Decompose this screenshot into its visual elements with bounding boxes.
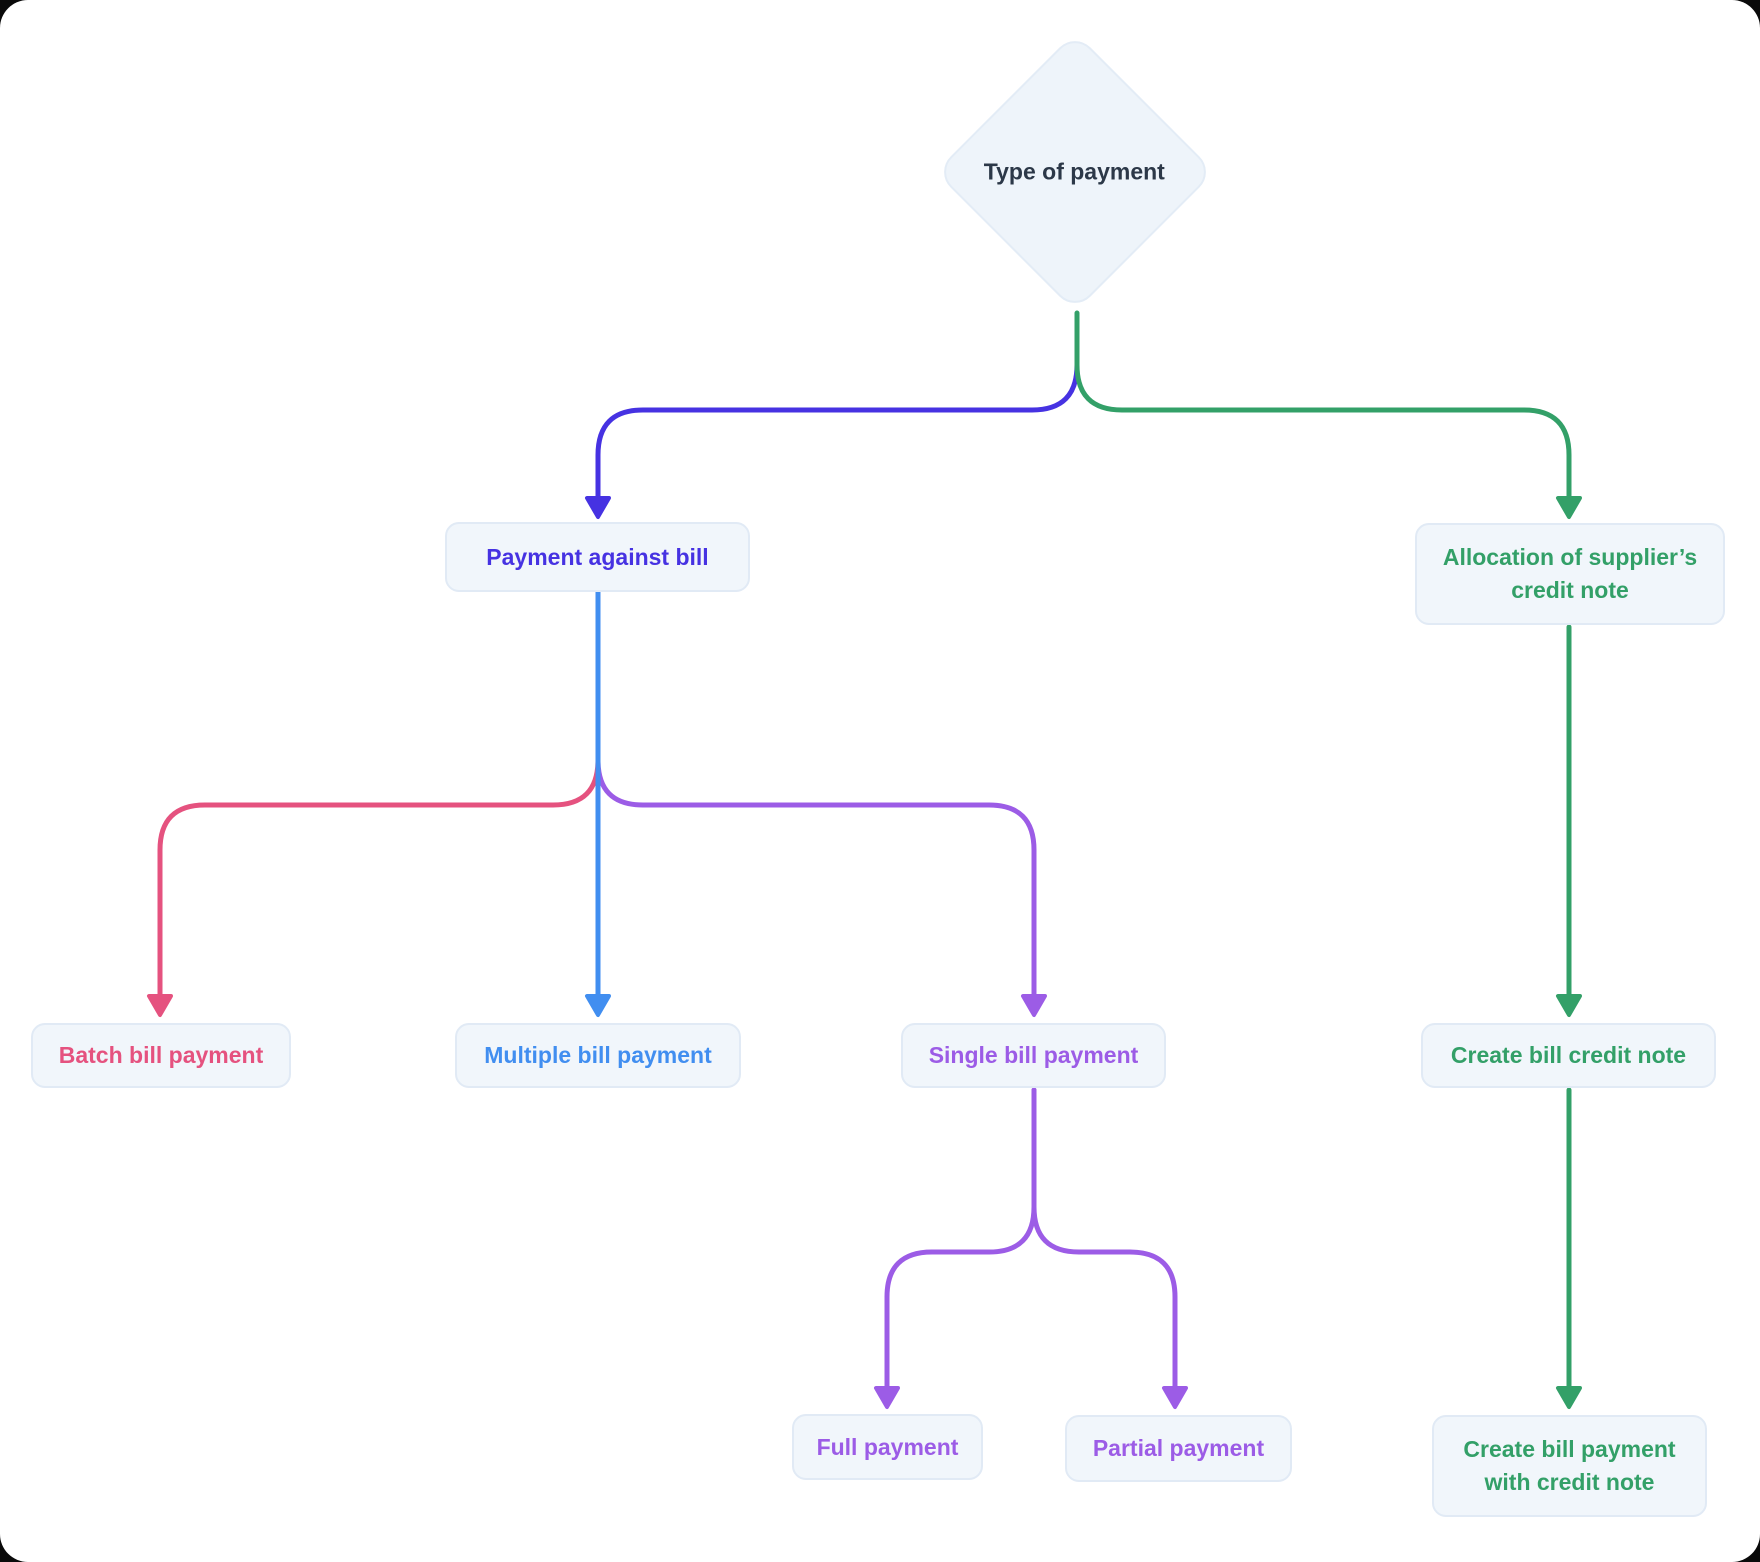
node-full-payment: Full payment (792, 1414, 983, 1480)
node-create-bill-credit-note-label: Create bill credit note (1450, 1042, 1687, 1068)
node-create-bill-credit-note: Create bill credit note (1421, 1023, 1716, 1088)
node-multiple-bill-payment-label: Multiple bill payment (484, 1042, 712, 1068)
node-batch-bill-payment-label: Batch bill payment (58, 1042, 264, 1068)
node-single-bill-payment-label: Single bill payment (928, 1042, 1139, 1068)
edge-root-to-allocation-credit-note (1074, 310, 1582, 519)
node-payment-against-bill-label: Payment against bill (486, 543, 709, 570)
arrowhead-create-bill-credit-note (1556, 994, 1582, 1017)
node-batch-bill-payment: Batch bill payment (31, 1023, 291, 1088)
node-allocation-credit-note-label: Allocation of supplier’s credit note (1442, 544, 1698, 603)
edge-single-to-partial-payment (1031, 1087, 1188, 1409)
arrowhead-single-bill-payment (1021, 994, 1047, 1017)
node-full-payment-label: Full payment (816, 1433, 959, 1460)
arrowhead-full-payment (874, 1386, 900, 1409)
node-partial-payment: Partial payment (1065, 1415, 1292, 1482)
node-multiple-bill-payment: Multiple bill payment (455, 1023, 741, 1088)
edge-payment-against-bill-to-single (595, 687, 1047, 1017)
arrowhead-batch-bill-payment (147, 994, 173, 1017)
edge-allocation-to-create-credit-note (1556, 624, 1582, 1017)
node-payment-against-bill: Payment against bill (445, 522, 750, 592)
arrowhead-partial-payment (1162, 1386, 1188, 1409)
node-allocation-credit-note: Allocation of supplier’s credit note (1415, 523, 1725, 625)
arrowhead-payment-against-bill (585, 496, 611, 519)
edge-root-to-payment-against-bill (585, 335, 1080, 519)
edge-single-to-full-payment (874, 1087, 1037, 1409)
node-create-bill-payment-with-credit-note-label: Create bill payment with credit note (1463, 1436, 1676, 1495)
node-partial-payment-label: Partial payment (1092, 1435, 1265, 1461)
arrowhead-allocation-credit-note (1556, 496, 1582, 519)
arrowhead-multiple-bill-payment (585, 994, 611, 1017)
arrowhead-create-bill-payment-with-credit-note (1556, 1386, 1582, 1409)
node-single-bill-payment: Single bill payment (901, 1023, 1166, 1088)
edge-payment-against-bill-to-batch (147, 687, 601, 1017)
edge-payment-against-bill-to-multiple (585, 589, 611, 1017)
node-type-of-payment-label: Type of payment (984, 158, 1166, 185)
node-create-bill-payment-with-credit-note: Create bill payment with credit note (1432, 1415, 1707, 1517)
edge-create-credit-note-to-create-payment (1556, 1087, 1582, 1409)
